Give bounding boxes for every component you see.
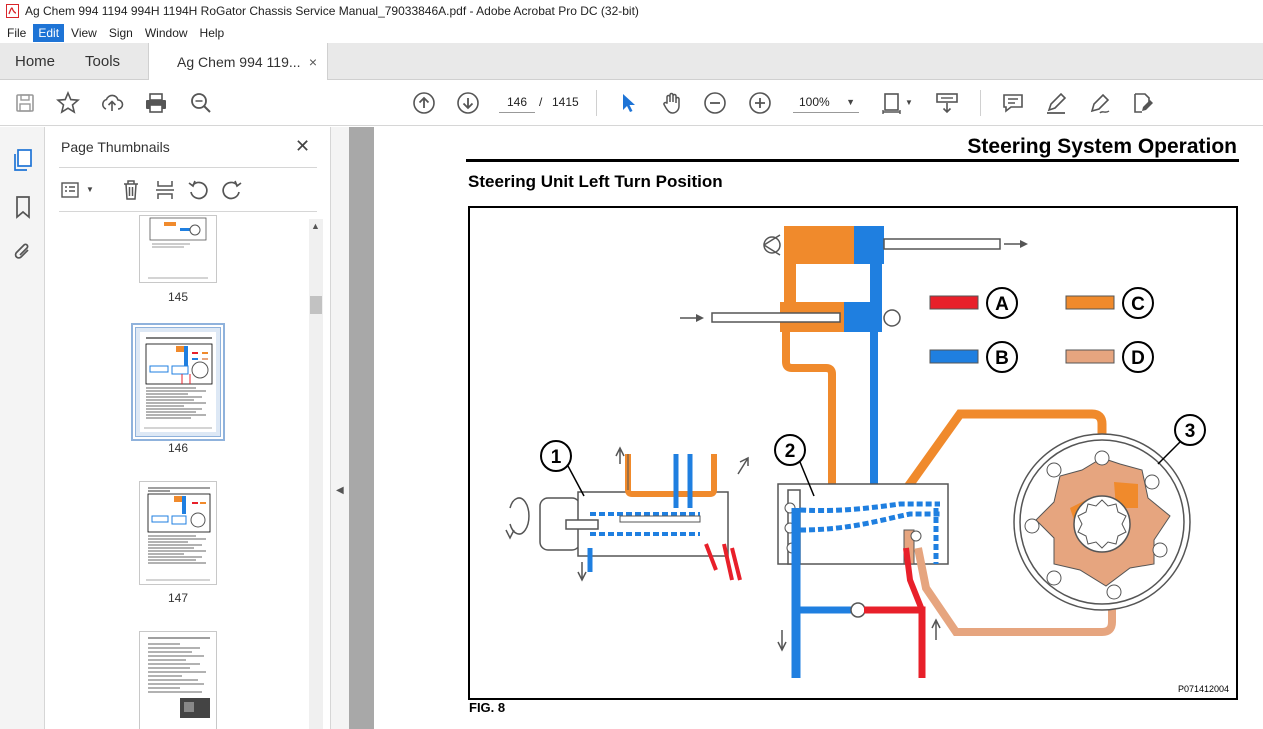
options-dropdown-icon[interactable]: ▼ xyxy=(86,185,94,194)
toolbar-divider xyxy=(596,90,597,116)
menu-view[interactable]: View xyxy=(71,25,97,40)
thumbnail-page-selected[interactable] xyxy=(131,323,225,441)
scrollbar-thumb[interactable] xyxy=(310,296,322,314)
legend: A C B D xyxy=(929,287,1154,373)
zoom-in-icon[interactable] xyxy=(748,91,772,115)
thumbnails-scrollbar[interactable]: ▲ xyxy=(309,219,323,729)
save-icon[interactable] xyxy=(13,91,37,115)
next-page-icon[interactable] xyxy=(456,91,480,115)
tab-home[interactable]: Home xyxy=(15,52,56,70)
menu-sign[interactable]: Sign xyxy=(108,25,133,40)
panel-divider xyxy=(59,167,317,168)
thumbnail-page-number: 145 xyxy=(167,290,189,304)
scroll-up-icon[interactable]: ▲ xyxy=(311,221,320,231)
zoom-dropdown-icon: ▼ xyxy=(846,97,855,107)
find-zoom-icon[interactable] xyxy=(189,91,213,115)
zoom-value: 100% xyxy=(799,95,830,109)
print-icon[interactable] xyxy=(144,91,168,115)
callout-1: 1 xyxy=(551,447,562,468)
page-number-input[interactable]: 146 xyxy=(499,91,535,113)
panel-title: Page Thumbnails xyxy=(61,139,170,155)
spool-assembly: 1 xyxy=(505,440,749,582)
acrobat-icon xyxy=(5,4,19,18)
zoom-out-icon[interactable] xyxy=(703,91,727,115)
figure-code: P071412004 xyxy=(1178,684,1230,694)
legend-label-a: A xyxy=(995,294,1009,315)
left-rail xyxy=(0,127,45,729)
thumbnail-options-icon[interactable] xyxy=(60,178,84,202)
figure-subheading: Steering Unit Left Turn Position xyxy=(468,172,723,191)
hand-tool-icon[interactable] xyxy=(660,91,684,115)
valve-body: 2 xyxy=(774,434,949,565)
thumbnail-page[interactable] xyxy=(139,631,217,729)
section-heading: Steering System Operation xyxy=(967,135,1237,158)
insert-page-icon[interactable] xyxy=(153,178,177,202)
panel-divider xyxy=(59,211,317,212)
document-page: Steering System Operation Steering Unit … xyxy=(374,127,1263,729)
toolbar: ▼ xyxy=(0,80,1263,126)
heading-rule xyxy=(466,159,1239,162)
tab-document[interactable]: Ag Chem 994 119... × xyxy=(148,43,329,81)
window-title: Ag Chem 994 1194 994H 1194H RoGator Chas… xyxy=(25,4,639,18)
comment-icon[interactable] xyxy=(1001,91,1025,115)
legend-label-c: C xyxy=(1131,294,1145,315)
legend-label-d: D xyxy=(1131,348,1145,369)
document-gutter xyxy=(349,127,374,729)
previous-page-icon[interactable] xyxy=(412,91,436,115)
thumbnail-page-number: 146 xyxy=(167,441,189,455)
total-pages: 1415 xyxy=(552,95,579,109)
attachments-paperclip-icon[interactable] xyxy=(11,240,35,264)
toolbar-divider xyxy=(980,90,981,116)
edit-pdf-icon[interactable] xyxy=(1131,91,1155,115)
page-fit-dropdown-icon[interactable]: ▼ xyxy=(905,98,913,107)
document-tab-label: Ag Chem 994 119... xyxy=(177,54,301,70)
select-cursor-icon[interactable] xyxy=(616,91,640,115)
bookmark-star-icon[interactable] xyxy=(56,91,80,115)
figure-frame: A C B D xyxy=(468,206,1238,700)
steering-cylinder xyxy=(763,226,1028,264)
thumbnails-panel: Page Thumbnails ✕ ▼ 145 146 xyxy=(45,127,330,729)
legend-label-b: B xyxy=(995,348,1009,369)
figure-label: FIG. 8 xyxy=(469,700,506,715)
draw-sign-icon[interactable] xyxy=(1088,91,1112,115)
menu-edit[interactable]: Edit xyxy=(33,23,65,42)
steering-cylinder-lower xyxy=(680,264,901,332)
steering-diagram: A C B D xyxy=(505,226,1206,678)
menu-window[interactable]: Window xyxy=(144,25,188,40)
zoom-select[interactable]: 100% ▼ xyxy=(793,91,859,113)
highlight-pen-icon[interactable] xyxy=(1044,91,1068,115)
close-panel-icon[interactable]: ✕ xyxy=(295,136,311,156)
bookmarks-icon[interactable] xyxy=(11,195,35,219)
menu-bar: File Edit View Sign Window Help xyxy=(0,22,1263,43)
tab-bar: Home Tools Ag Chem 994 119... × xyxy=(0,43,1263,81)
thumbnail-page[interactable] xyxy=(139,215,217,283)
panel-splitter[interactable]: ◀ xyxy=(330,127,349,729)
callout-2: 2 xyxy=(785,441,796,462)
close-tab-icon[interactable]: × xyxy=(308,54,318,70)
tab-tools[interactable]: Tools xyxy=(85,52,121,70)
menu-help[interactable]: Help xyxy=(199,25,225,40)
thumbnail-page[interactable] xyxy=(139,481,217,585)
scrolling-mode-icon[interactable] xyxy=(935,91,959,115)
menu-file[interactable]: File xyxy=(7,25,27,40)
collapse-panel-icon[interactable]: ◀ xyxy=(336,485,344,496)
rotate-right-icon[interactable] xyxy=(220,178,244,202)
callout-3: 3 xyxy=(1185,421,1196,442)
thumbnail-tools: ▼ xyxy=(45,176,330,204)
rotate-left-icon[interactable] xyxy=(186,178,210,202)
delete-page-icon[interactable] xyxy=(119,178,143,202)
page-thumbnails-icon[interactable] xyxy=(11,148,35,172)
page-separator: / xyxy=(539,95,543,109)
upload-cloud-icon[interactable] xyxy=(100,91,124,115)
thumbnail-list: 145 146 147 xyxy=(59,215,307,729)
title-bar: Ag Chem 994 1194 994H 1194H RoGator Chas… xyxy=(0,0,1263,22)
page-fit-icon[interactable] xyxy=(880,91,904,115)
gerotor-motor: 3 xyxy=(1013,414,1206,611)
thumbnail-page-number: 147 xyxy=(167,591,189,605)
